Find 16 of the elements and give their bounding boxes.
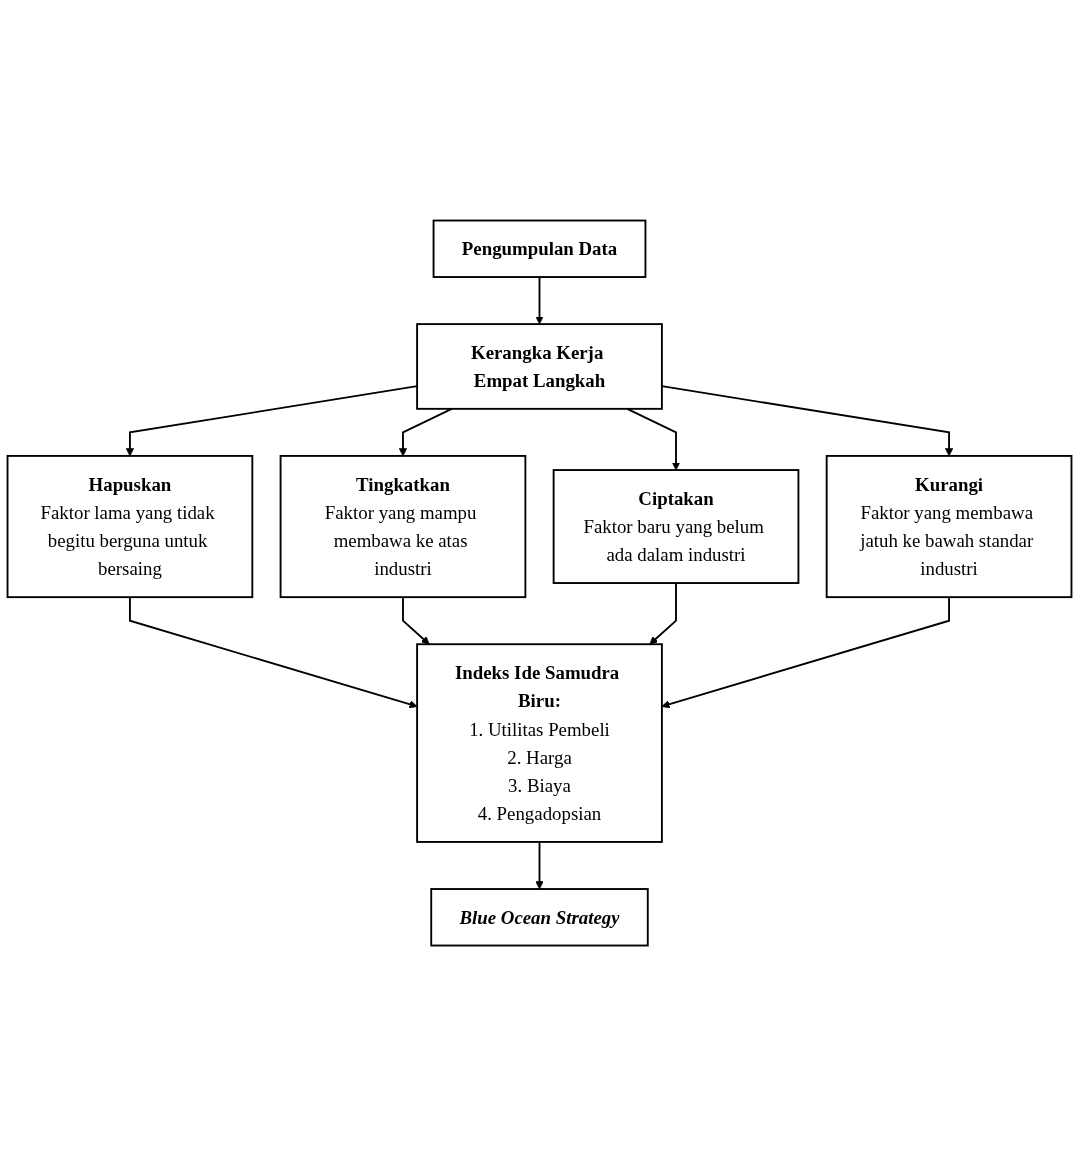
- node-box: Pengumpulan Data: [432, 219, 647, 278]
- node-box: Ciptakan Faktor baru yang belum ada dalam industri: [552, 469, 800, 584]
- arrow: [535, 276, 544, 325]
- arrow: [661, 596, 950, 709]
- node-box: Hapuskan Faktor lama yang tidak begitu berguna untuk bersaing: [6, 454, 254, 599]
- arrow: [129, 596, 418, 709]
- node-box: Tingkatkan Faktor yang mampu membawa ke atas industri: [279, 454, 527, 599]
- arrow: [649, 582, 677, 645]
- node-box: Blue Ocean Strategy: [430, 888, 649, 947]
- node-box: Indeks Ide Samudra Biru: 1. Utilitas Pembeli 2. Harga 3. Biaya 4. Pengadopsian: [416, 643, 663, 843]
- node-box: Kerangka Kerja Empat Langkah: [416, 323, 663, 410]
- arrow: [398, 407, 453, 457]
- arrow: [626, 407, 681, 471]
- arrow: [402, 596, 430, 645]
- arrow: [535, 840, 544, 890]
- node-box: Kurangi Faktor yang membawa jatuh ke bawah standar industri: [825, 454, 1073, 599]
